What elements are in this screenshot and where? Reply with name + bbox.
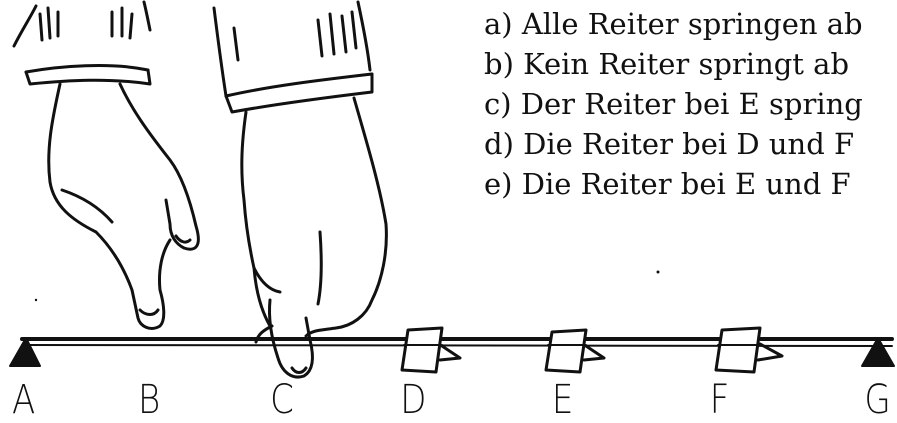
option-d: d) Die Reiter bei D und F (484, 127, 855, 161)
point-label-b: B (137, 377, 161, 423)
speck-dot (34, 298, 38, 302)
speck-dot (656, 270, 660, 274)
support-g-icon (861, 337, 895, 367)
point-label-g: G (864, 377, 891, 423)
left-hand-icon (12, 0, 200, 330)
option-c: c) Der Reiter bei E spring (484, 87, 863, 121)
point-label-a: A (12, 377, 36, 423)
option-b: b) Kein Reiter springt ab (484, 47, 850, 81)
point-label-c: C (270, 377, 294, 423)
point-label-d: D (400, 377, 427, 423)
point-label-f: F (709, 377, 730, 423)
rider-f-icon (714, 326, 784, 374)
option-a: a) Alle Reiter springen ab (484, 7, 863, 41)
support-a-icon (9, 337, 41, 367)
rider-d-icon (400, 326, 462, 374)
right-hand-icon (212, 0, 388, 379)
option-e: e) Die Reiter bei E und F (484, 167, 851, 201)
point-label-e: E (551, 377, 574, 423)
rider-e-icon (544, 328, 606, 374)
